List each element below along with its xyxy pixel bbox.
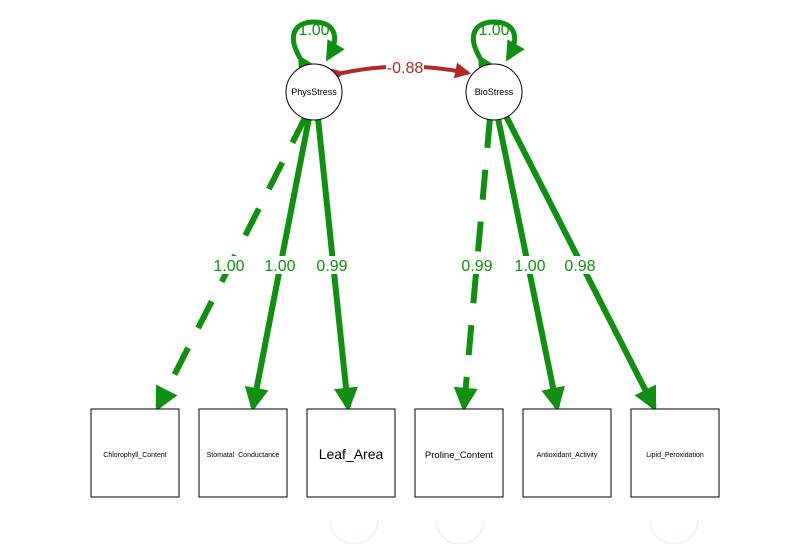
loading-label: 1.00 [264,258,295,275]
covariance-label: -0.88 [387,60,424,77]
bio-variance-label: 1.00 [478,22,509,39]
residual-loop [329,519,379,544]
residual-loop [649,519,699,544]
loading-label: 1.00 [514,258,545,275]
phys-variance-loop [291,19,345,77]
loading-labels: 1.00 1.00 0.99 0.99 1.00 0.98 [211,256,598,275]
phys-label: PhysStress [291,87,337,97]
indicator-label: Lipid_Peroxidation [646,452,704,459]
indicator-label: Leaf_Area [319,446,384,462]
loading-label: 0.98 [564,258,595,275]
indicator-node: Stomatal Conductance [198,408,288,498]
indicator-node: Proline_Content [414,408,504,498]
indicator-node: Lipid_Peroxidation [630,408,720,498]
residual-loop [435,519,485,544]
indicator-label: Proline_Content [425,450,493,461]
indicator-node: Antioxidant_Activity [522,408,612,498]
indicator-label: Antioxidant_Activity [537,452,598,459]
latent-node-bio: BioStress [465,63,523,121]
bio-label: BioStress [475,87,514,97]
loading-label: 1.00 [213,258,244,275]
indicator-node: Chlorophyll_Content [90,408,180,498]
loading-label: 0.99 [316,258,347,275]
indicator-label: Chlorophyll_Content [103,452,166,459]
indicator-node: Leaf_Area [306,408,396,498]
indicator-nodes: Chlorophyll_Content Stomatal Conductance… [90,408,720,498]
indicator-label: Stomatal Conductance [207,452,280,459]
residual-variance-loops [329,519,699,544]
loading-label: 0.99 [461,258,492,275]
bio-variance-loop [471,19,525,77]
latent-node-phys: PhysStress [285,63,343,121]
phys-variance-label: 1.00 [298,22,329,39]
